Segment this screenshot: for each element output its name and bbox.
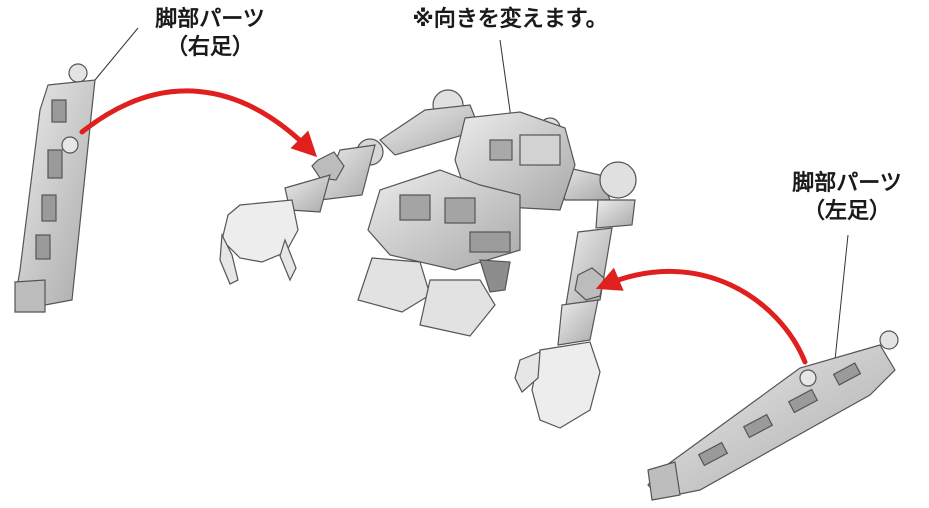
label-left-leg-line1: 脚部パーツ — [792, 171, 902, 196]
leader-note — [499, 39, 513, 126]
label-left-leg: 脚部パーツ （左足） — [772, 170, 922, 226]
label-left-leg-line2: （左足） — [802, 199, 891, 224]
robot-torso — [367, 111, 576, 271]
robot-right-arm — [219, 89, 481, 285]
robot-feet — [357, 257, 511, 337]
leader-lines — [94, 27, 849, 361]
robot-body — [219, 89, 637, 429]
label-right-leg-line1: 脚部パーツ — [155, 7, 265, 32]
label-right-leg-line2: （右足） — [165, 35, 254, 60]
left-leg-part — [647, 330, 899, 501]
arrow-left-leg — [595, 267, 808, 365]
right-leg-part — [14, 63, 96, 313]
label-orientation-note: ※向きを変えます。 — [412, 7, 608, 32]
leader-right-leg — [94, 27, 139, 81]
label-right-leg: 脚部パーツ （右足） — [135, 6, 285, 62]
leader-left-leg — [834, 234, 849, 361]
arrow-right-leg — [79, 88, 318, 158]
